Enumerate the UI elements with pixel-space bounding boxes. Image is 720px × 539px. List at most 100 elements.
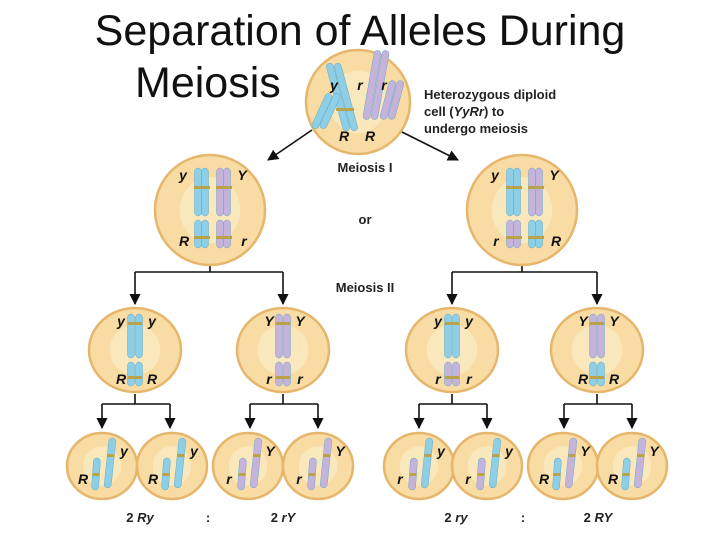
or-label: or [359,212,372,227]
result-genotype: ry [455,510,468,525]
centromere [445,322,459,325]
chromatid [362,50,382,120]
allele-label: R [578,371,589,387]
chromatid [127,313,135,359]
chromatid [452,361,460,387]
chromatid [319,93,341,129]
centromere [622,473,630,476]
gamete-cell: RY [526,431,600,501]
result-count: 2 [126,510,137,525]
centromere [128,322,142,325]
chromatid [513,219,521,249]
centromere [308,473,316,476]
chromatid [444,313,452,359]
centromere [336,108,354,111]
gamete-cell: rY [211,431,285,501]
bracket [419,394,487,405]
centromere [528,236,544,239]
allele-label: y [147,313,157,329]
spindle-region [109,324,161,376]
allele-label: y [490,167,500,183]
allele-label: y [504,443,514,459]
chromatid [216,167,224,217]
bracket [102,394,170,405]
allele-label: r [465,471,472,487]
chromatid [452,313,460,359]
allele-label: r [435,371,442,387]
result-genotype: rY [282,510,297,525]
centromere [128,376,142,379]
chromatid [275,361,283,387]
centromere [445,376,459,379]
centromere [506,236,522,239]
allele-label: y [433,313,443,329]
allele-label: R [609,371,620,387]
chromatid [506,219,514,249]
centromere [590,322,604,325]
result-count: 2 [584,510,595,525]
chromatid [528,219,536,249]
allele-label: R [551,233,562,249]
chromatid [513,167,521,217]
chromatid [320,437,332,489]
centromere [238,473,246,476]
allele-label: Y [549,167,560,183]
parent-line-2: cell (YyRr) to [424,104,504,119]
spindle-region [298,446,338,486]
result-genotype: RY [595,510,614,525]
meiosis-2-label: Meiosis II [336,280,395,295]
chromatid [589,313,597,359]
arrow-to-left-cell [267,129,313,161]
chromatid [194,167,202,217]
allele-label: r [266,371,273,387]
spindle-region [467,446,507,486]
chromatid [104,437,116,489]
allele-label: R [148,471,159,487]
gamete-cell: ry [382,431,456,501]
title-line-2: Meiosis [135,59,281,107]
chromatid [127,361,135,387]
centromere [107,454,115,457]
gamete-result: 2 Ry [126,510,154,525]
centromere [637,454,645,457]
allele-label: r [226,471,233,487]
allele-label: Y [295,313,306,329]
allele-label: y [178,167,188,183]
allele-label: R [179,233,190,249]
chromatid [589,361,597,387]
centromere [194,236,210,239]
arrows [96,129,638,430]
centromere [506,186,522,189]
chromatid [135,313,143,359]
result-count: 2 [271,510,282,525]
allele-label: y [119,443,129,459]
chromatid [283,313,291,359]
spindle-region [426,324,478,376]
chromatid [528,167,536,217]
allele-label: y [436,443,446,459]
spindle-region [152,446,192,486]
allele-label: R [116,371,127,387]
centromere [276,322,290,325]
chromatid [535,219,543,249]
parent-line-3: undergo meiosis [424,121,528,136]
gamete-cell: ry [450,431,524,501]
allele-label: y [189,443,199,459]
chromatid [311,93,333,129]
arrow-to-right-cell [397,129,460,161]
allele-label: Y [264,313,275,329]
chromatid [444,361,452,387]
gamete-cell: Ry [65,431,139,501]
allele-label: r [357,77,364,93]
chromatid [597,361,605,387]
centromere [553,473,561,476]
chromatid [535,167,543,217]
allele-label: y [116,313,126,329]
result-genotype: Ry [137,510,154,525]
allele-label: Y [580,443,591,459]
chromatid [565,437,577,489]
